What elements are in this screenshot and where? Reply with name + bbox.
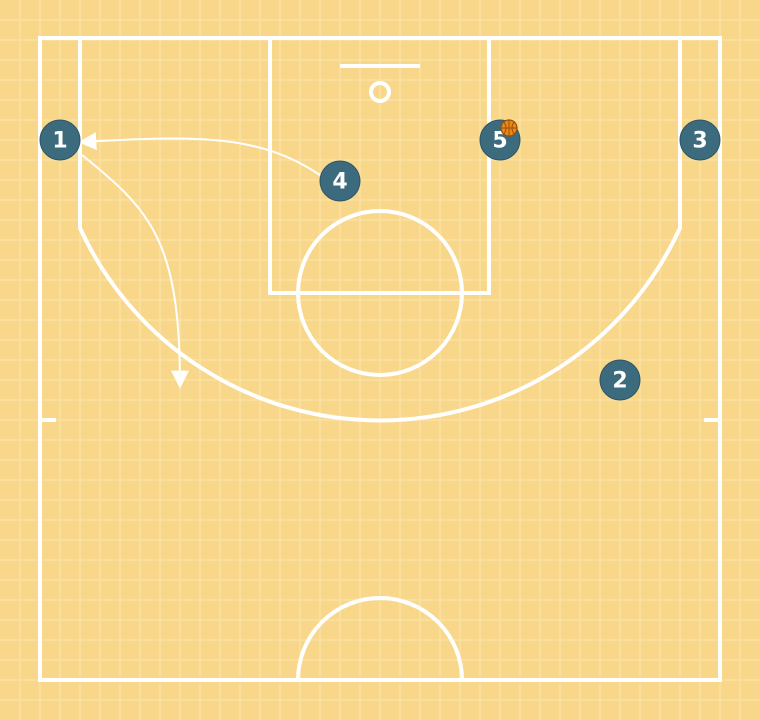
player-3[interactable]: 3 <box>679 119 721 161</box>
play-movements <box>78 132 321 389</box>
court-boundary <box>38 36 722 682</box>
player-3-label: 3 <box>692 129 707 154</box>
player-1-label: 1 <box>52 129 67 154</box>
three-point-line <box>78 38 682 423</box>
basketball-icon <box>500 119 518 137</box>
player-1-marker <box>39 119 81 161</box>
player-1[interactable]: 1 <box>39 119 81 161</box>
player-2[interactable]: 2 <box>599 359 641 401</box>
cut-arrow-1 <box>81 154 189 389</box>
pass-arrow-4-to-1 <box>78 132 321 176</box>
paint-lane <box>268 36 491 295</box>
basket-rim <box>369 81 391 103</box>
player-4-marker <box>319 160 361 202</box>
player-2-marker <box>599 359 641 401</box>
player-3-marker <box>679 119 721 161</box>
player-4-label: 4 <box>332 170 347 195</box>
center-circle <box>296 596 464 681</box>
free-throw-circle <box>296 209 464 377</box>
court-lines <box>38 36 722 682</box>
player-2-label: 2 <box>612 369 627 394</box>
player-4[interactable]: 4 <box>319 160 361 202</box>
